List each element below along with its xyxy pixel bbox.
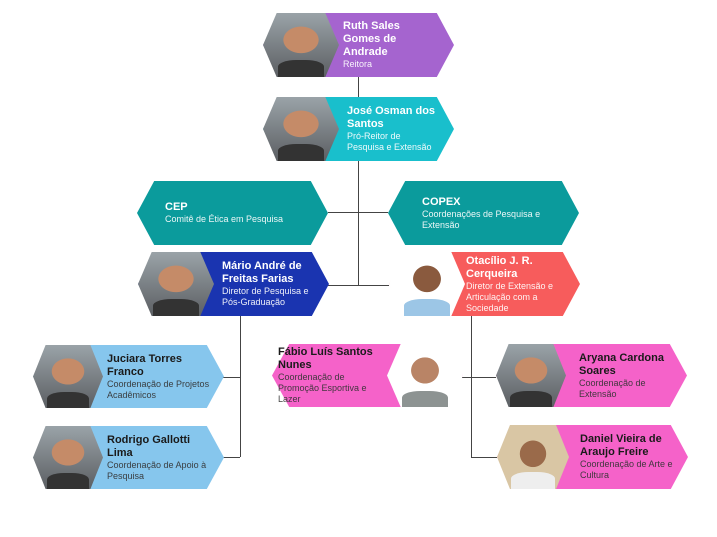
node-role: Comitê de Ética em Pesquisa bbox=[165, 214, 284, 224]
node-name: Mário André de Freitas Farias bbox=[222, 260, 302, 285]
node-name: Otacílio J. R. Cerqueira bbox=[466, 254, 533, 280]
connector bbox=[358, 77, 359, 285]
node-role: Coordenação de Promoção Esportiva e Laze… bbox=[278, 372, 367, 404]
node-role: Coordenação de Extensão bbox=[579, 377, 646, 399]
photo-avatar bbox=[138, 252, 214, 316]
node-name: Aryana Cardona Soares bbox=[579, 351, 664, 377]
connector bbox=[328, 212, 388, 213]
node-name: Juciara Torres Franco bbox=[107, 352, 183, 378]
photo-avatar bbox=[497, 425, 569, 489]
photo-avatar bbox=[33, 426, 103, 489]
node-name: COPEX bbox=[422, 195, 461, 208]
node-role: Coordenações de Pesquisa e Extensão bbox=[422, 208, 541, 230]
photo-avatar bbox=[387, 344, 463, 407]
node-role: Diretor de Extensão e Articulação com a … bbox=[466, 280, 554, 313]
photo-avatar bbox=[389, 252, 465, 316]
node-role: Diretor de Pesquisa e Pós-Graduação bbox=[222, 286, 309, 307]
node-role: Pró-Reitor de Pesquisa e Extensão bbox=[347, 131, 432, 152]
node-role: Coordenação de Projetos Acadêmicos bbox=[107, 378, 210, 400]
connector bbox=[471, 457, 497, 458]
node-name: Rodrigo Gallotti Lima bbox=[107, 433, 191, 459]
photo-avatar bbox=[263, 97, 339, 161]
connector bbox=[462, 377, 496, 378]
node-name: José Osman dos Santos bbox=[347, 105, 436, 130]
connector bbox=[223, 377, 240, 378]
node-name: CEP bbox=[165, 201, 188, 213]
connector bbox=[223, 457, 240, 458]
connector bbox=[328, 285, 389, 286]
connector bbox=[471, 316, 472, 457]
node-role: Coordenação de Apoio à Pesquisa bbox=[107, 459, 207, 481]
node-name: Fábio Luís Santos Nunes bbox=[278, 346, 373, 371]
node-name: Daniel Vieira de Araujo Freire bbox=[580, 433, 662, 458]
node-role: Coordenação de Arte e Cultura bbox=[580, 459, 673, 480]
connector bbox=[240, 316, 241, 457]
photo-avatar bbox=[263, 13, 339, 77]
photo-avatar bbox=[496, 344, 566, 407]
node-name: Ruth Sales Gomes de Andrade bbox=[343, 20, 400, 58]
photo-avatar bbox=[33, 345, 103, 408]
node-role: Reitora bbox=[343, 59, 373, 69]
